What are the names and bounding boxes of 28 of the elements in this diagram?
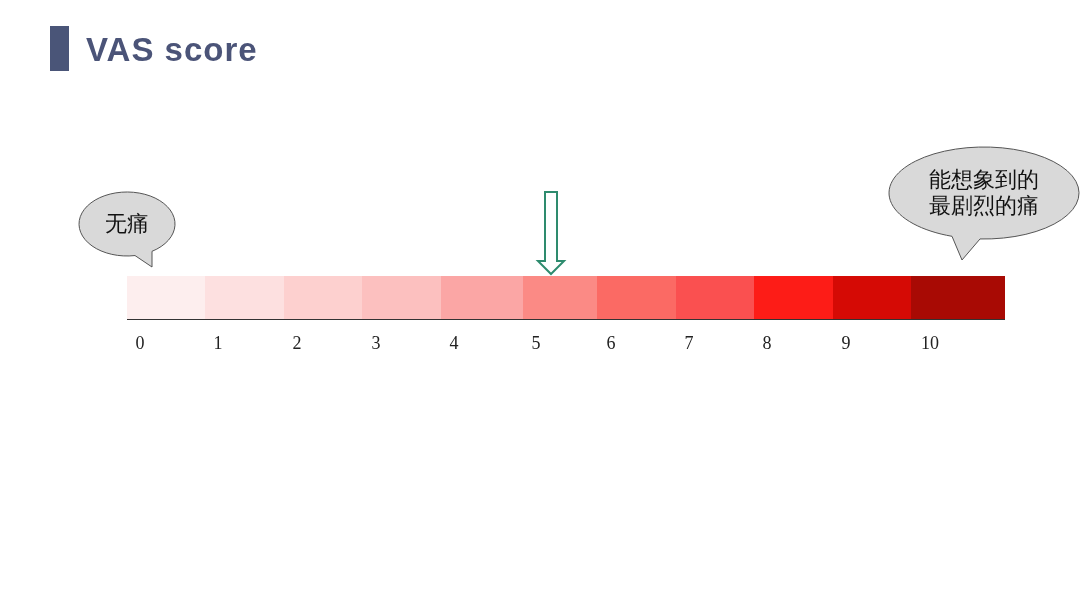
speech-bubble	[78, 191, 178, 269]
scale-segment	[441, 276, 523, 319]
pointer-arrow	[535, 191, 567, 276]
scale-number: 7	[684, 334, 694, 352]
scale-number: 9	[841, 334, 851, 352]
bubble-text: 能想象到的最剧烈的痛	[928, 167, 1040, 219]
speech-bubble	[887, 146, 1080, 262]
scale-number: 5	[531, 334, 541, 352]
scale-segment	[754, 276, 833, 319]
scale-segment	[676, 276, 754, 319]
scale-segment	[911, 276, 1005, 319]
scale-number: 0	[135, 334, 145, 352]
scale-number: 10	[921, 334, 939, 352]
scale-segment	[127, 276, 205, 319]
scale-number: 6	[606, 334, 616, 352]
slide-title: VAS score	[86, 33, 258, 66]
scale-segment	[362, 276, 441, 319]
scale-segment	[523, 276, 597, 319]
scale-segment	[597, 276, 676, 319]
scale-number: 2	[292, 334, 302, 352]
scale-number: 8	[762, 334, 772, 352]
bubble-text: 无痛	[105, 211, 149, 237]
scale-number: 1	[213, 334, 223, 352]
scale-number: 4	[449, 334, 459, 352]
scale-segment	[833, 276, 911, 319]
scale-number: 3	[371, 334, 381, 352]
scale-segment	[205, 276, 284, 319]
scale-segment	[284, 276, 362, 319]
